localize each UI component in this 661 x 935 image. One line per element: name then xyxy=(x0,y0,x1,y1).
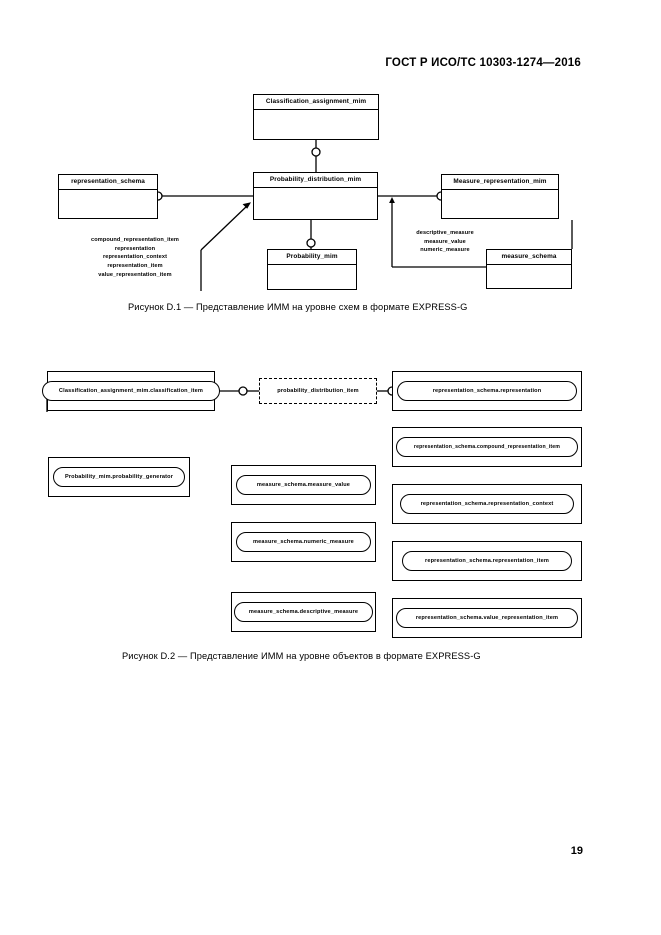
schema-box-title: Probability_mim xyxy=(268,250,356,266)
attribute-label: representation_item xyxy=(107,262,163,269)
attribute-label: value_representation_item xyxy=(98,271,172,278)
attribute-label: descriptive_measure xyxy=(416,230,474,236)
document-header-standard-number: ГОСТ Р ИСО/ТС 10303-1274—2016 xyxy=(385,57,581,69)
attribute-list-representation-schema: compound_representation_item representat… xyxy=(60,236,210,279)
attribute-label: numeric_measure xyxy=(420,247,470,254)
schema-box-title: Classification_assignment_mim xyxy=(254,95,378,111)
object-classification-item[interactable]: Classification_assignment_mim.classifica… xyxy=(42,381,220,401)
schema-box-body xyxy=(442,190,558,233)
schema-box-body xyxy=(254,110,378,154)
object-probability-distribution-item[interactable]: probability_distribution_item xyxy=(259,378,377,404)
schema-box-body xyxy=(268,265,356,304)
attribute-label: measure_value xyxy=(424,238,466,245)
attribute-label: representation xyxy=(114,245,156,252)
schema-box-title: measure_schema xyxy=(487,250,571,266)
figure-d2-caption: Рисунок D.2 — Представление ИММ на уровн… xyxy=(122,651,481,661)
object-numeric-measure[interactable]: measure_schema.numeric_measure xyxy=(236,532,371,552)
schema-box-representation-schema[interactable]: representation_schema xyxy=(58,174,158,219)
object-descriptive-measure[interactable]: measure_schema.descriptive_measure xyxy=(234,602,373,622)
figure-d1-caption: Рисунок D.1 — Представление ИММ на уровн… xyxy=(128,302,468,312)
object-representation-context[interactable]: representation_schema.representation_con… xyxy=(400,494,574,514)
schema-box-body xyxy=(254,188,377,234)
schema-box-title: Probability_distribution_mim xyxy=(254,173,377,189)
attribute-label: compound_representation_item xyxy=(91,237,179,243)
schema-box-title: representation_schema xyxy=(59,175,157,191)
schema-box-probability-mim[interactable]: Probability_mim xyxy=(267,249,357,290)
object-compound-representation-item[interactable]: representation_schema.compound_represent… xyxy=(396,437,578,457)
schema-box-body xyxy=(487,265,571,303)
object-representation[interactable]: representation_schema.representation xyxy=(397,381,577,401)
page-number: 19 xyxy=(570,845,583,857)
schema-box-measure-schema[interactable]: measure_schema xyxy=(486,249,572,289)
schema-box-measure-representation-mim[interactable]: Measure_representation_mim xyxy=(441,174,559,219)
attribute-label: representation_context xyxy=(102,254,168,261)
schema-box-body xyxy=(59,190,157,233)
object-probability-generator[interactable]: Probability_mim.probability_generator xyxy=(53,467,185,487)
object-measure-value[interactable]: measure_schema.measure_value xyxy=(236,475,371,495)
object-representation-item[interactable]: representation_schema.representation_ite… xyxy=(402,551,572,571)
object-value-representation-item[interactable]: representation_schema.value_representati… xyxy=(396,608,578,628)
attribute-list-measure-schema: descriptive_measure measure_value numeri… xyxy=(396,229,494,255)
schema-box-title: Measure_representation_mim xyxy=(442,175,558,191)
schema-box-classification-assignment-mim[interactable]: Classification_assignment_mim xyxy=(253,94,379,140)
schema-box-probability-distribution-mim[interactable]: Probability_distribution_mim xyxy=(253,172,378,220)
